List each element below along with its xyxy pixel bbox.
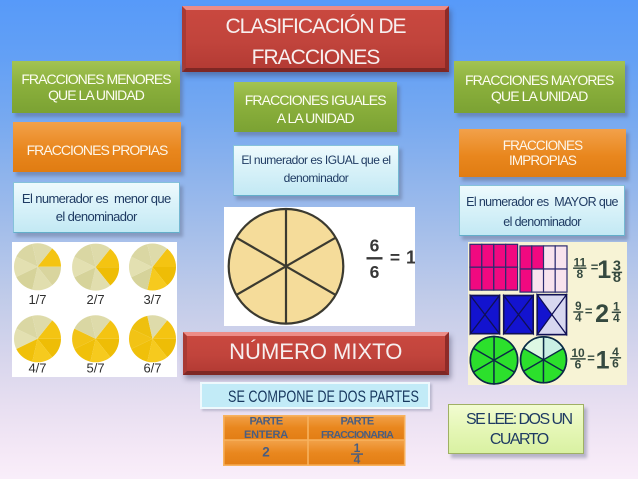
svg-text:1: 1 xyxy=(613,299,620,313)
svg-text:9: 9 xyxy=(575,301,581,313)
svg-text:=: = xyxy=(584,303,592,318)
svg-text:4: 4 xyxy=(613,311,620,325)
svg-text:2: 2 xyxy=(262,444,270,459)
svg-text:2: 2 xyxy=(595,299,609,327)
svg-text:PARTE: PARTE xyxy=(341,415,374,427)
svg-text:1: 1 xyxy=(354,441,361,455)
svg-text:5/7: 5/7 xyxy=(87,360,105,375)
svg-text:1: 1 xyxy=(597,256,611,284)
svg-text:ENTERA: ENTERA xyxy=(244,429,288,441)
svg-text:1/7: 1/7 xyxy=(28,292,46,307)
svg-text:6/7: 6/7 xyxy=(143,360,161,375)
svg-text:3: 3 xyxy=(612,258,620,274)
svg-text:2/7: 2/7 xyxy=(87,292,105,307)
svg-text:8: 8 xyxy=(612,270,620,286)
svg-text:10: 10 xyxy=(571,346,585,360)
svg-text:1: 1 xyxy=(406,247,415,267)
svg-text:=: = xyxy=(390,247,400,267)
svg-text:4: 4 xyxy=(612,345,619,359)
svg-text:6: 6 xyxy=(612,356,619,370)
svg-text:PARTE: PARTE xyxy=(250,415,283,427)
svg-text:1: 1 xyxy=(595,346,609,374)
svg-text:8: 8 xyxy=(576,266,583,280)
svg-text:4: 4 xyxy=(575,312,582,324)
svg-text:11: 11 xyxy=(573,255,586,269)
svg-text:FRACCIONARIA: FRACCIONARIA xyxy=(321,429,394,441)
svg-text:6: 6 xyxy=(370,235,380,255)
svg-text:4/7: 4/7 xyxy=(28,360,46,375)
svg-text:4: 4 xyxy=(354,453,361,466)
svg-text:=: = xyxy=(590,259,598,274)
svg-text:6: 6 xyxy=(574,357,581,371)
svg-text:6: 6 xyxy=(370,261,380,281)
svg-text:=: = xyxy=(587,350,595,365)
svg-text:3/7: 3/7 xyxy=(143,292,161,307)
